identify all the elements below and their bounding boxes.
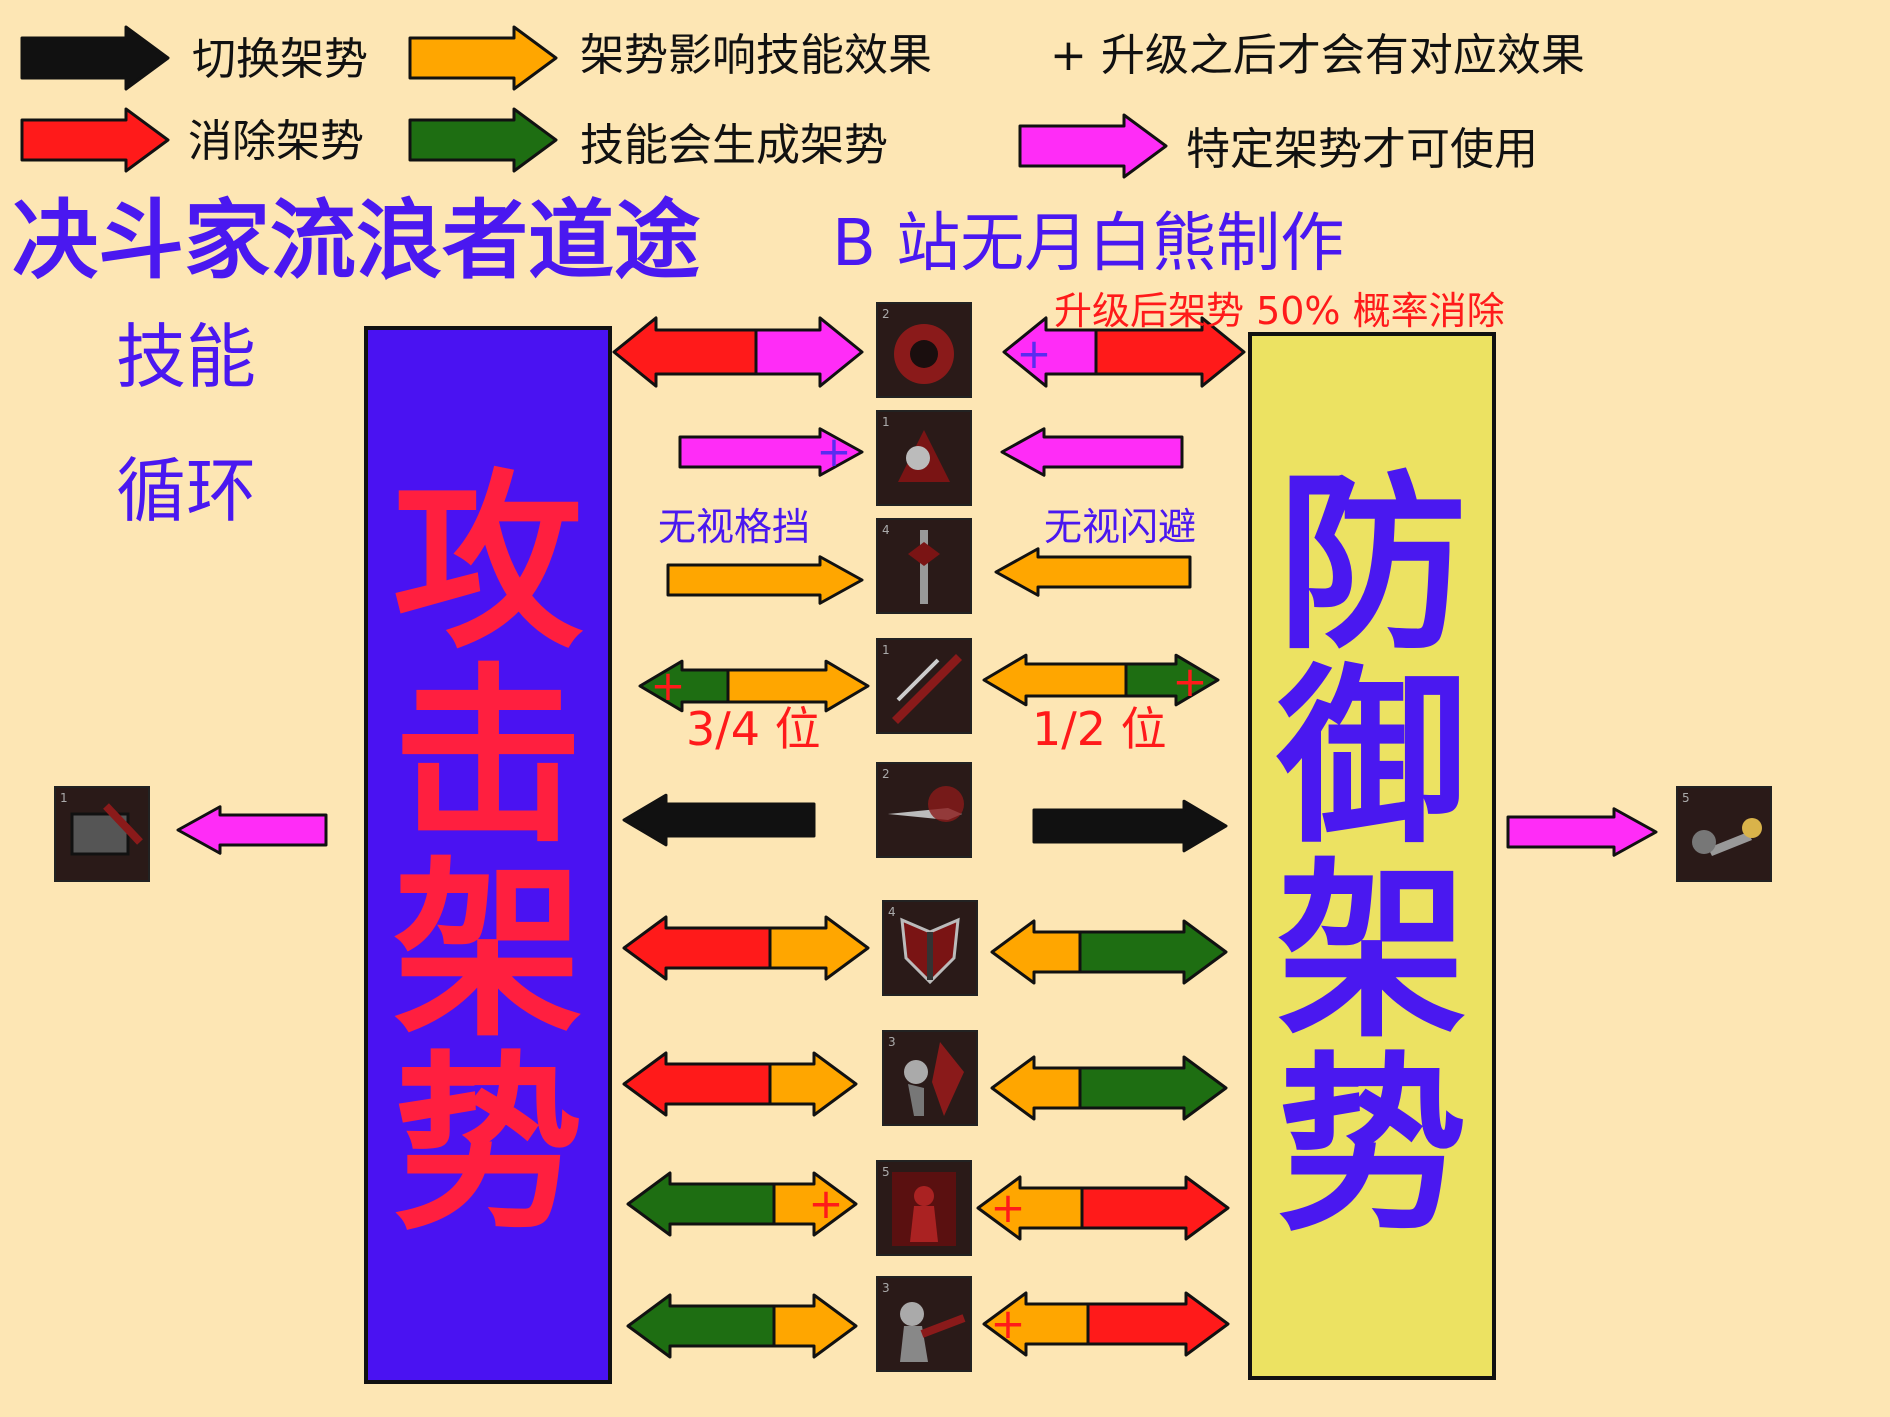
side-label-cycle: 循环 — [116, 450, 256, 532]
skill-rank: 2 — [882, 767, 890, 781]
legend-remove-stance: 消除架势 — [188, 116, 364, 167]
skill-rank: 4 — [882, 523, 890, 537]
defense-stance-box: 防 御 架 势 — [1248, 332, 1496, 1380]
note-position-3-4: 3/4 位 — [686, 702, 821, 756]
skill-rank: 5 — [1682, 791, 1690, 805]
attack-stance-char: 架 — [392, 841, 583, 1062]
double-arrow-right-half — [768, 1051, 858, 1117]
skill-rank: 2 — [882, 307, 890, 321]
note-upgrade-50: 升级后架势 50% 概率消除 — [1054, 289, 1505, 333]
double-arrow-right-half — [1080, 1175, 1230, 1241]
skill-rank: 1 — [882, 415, 890, 429]
defense-stance-char: 防 — [1276, 454, 1467, 676]
skill-icon: 5 — [876, 1160, 972, 1256]
side-label-skill: 技能 — [116, 316, 256, 398]
skill-icon: 3 — [876, 1276, 972, 1372]
skill-icon: 3 — [882, 1030, 978, 1126]
legend-stance-affects-effect: 架势影响技能效果 — [580, 30, 932, 81]
arrow-right — [666, 555, 864, 605]
skill-icon: 1 — [876, 638, 972, 734]
arrow-right — [20, 25, 170, 91]
legend-specific-stance-only: 特定架势才可使用 — [1186, 124, 1538, 175]
upgrade-plus-icon: + — [1016, 329, 1051, 378]
note-ignore-block: 无视格挡 — [658, 505, 811, 549]
double-arrow-right-half — [1124, 653, 1220, 707]
attack-stance-char: 击 — [392, 647, 583, 869]
double-arrow-right-half — [1094, 316, 1246, 388]
attack-stance-char: 攻 — [392, 453, 583, 675]
double-arrow-left-half — [990, 919, 1082, 985]
skill-rank: 5 — [882, 1165, 890, 1179]
double-arrow-right-half — [768, 915, 870, 981]
skill-icon: 1 — [876, 410, 972, 506]
double-arrow-right-half — [1086, 1291, 1230, 1357]
skill-rank: 4 — [888, 905, 896, 919]
arrow-right — [1018, 113, 1168, 179]
arrow-right — [408, 107, 558, 173]
arrow-right — [408, 25, 558, 91]
legend-skill-generates-stance: 技能会生成架势 — [580, 120, 888, 171]
double-arrow-right-half — [1078, 1055, 1228, 1121]
upgrade-plus-icon: + — [990, 1183, 1025, 1232]
skill-icon: 2 — [876, 762, 972, 858]
defense-stance-char: 御 — [1276, 648, 1467, 870]
double-arrow-right-half — [1078, 919, 1228, 985]
upgrade-plus-icon: + — [816, 427, 851, 476]
note-ignore-dodge: 无视闪避 — [1044, 505, 1197, 549]
defense-stance-char: 架 — [1276, 842, 1467, 1063]
arrow-left — [622, 793, 816, 847]
skill-icon: 4 — [882, 900, 978, 996]
arrow-right — [678, 427, 864, 477]
upgrade-plus-icon: + — [808, 1179, 843, 1228]
arrow-right — [1506, 807, 1658, 857]
skill-rank: 3 — [882, 1281, 890, 1295]
skill-icon: 2 — [876, 302, 972, 398]
upgrade-plus-icon: + — [650, 661, 685, 710]
skill-icon-left-extra: 1 — [54, 786, 150, 882]
double-arrow-right-half — [772, 1171, 858, 1237]
arrow-left — [1000, 427, 1184, 477]
upgrade-plus-icon: + — [1172, 657, 1207, 706]
double-arrow-left-half — [612, 316, 758, 388]
skill-rank: 3 — [888, 1035, 896, 1049]
double-arrow-right-half — [754, 316, 864, 388]
double-arrow-right-half — [726, 659, 870, 713]
defense-stance-char: 势 — [1276, 1035, 1467, 1257]
skill-icon-right-extra: 5 — [1676, 786, 1772, 882]
page-title: 决斗家流浪者道途 — [12, 191, 700, 291]
legend-switch-stance: 切换架势 — [192, 34, 368, 85]
page-subtitle: B 站无月白熊制作 — [832, 207, 1345, 281]
legend-upgrade-note: + 升级之后才会有对应效果 — [1050, 30, 1585, 81]
arrow-left — [176, 805, 328, 855]
double-arrow-left-half — [626, 1171, 776, 1237]
double-arrow-left-half — [990, 1055, 1082, 1121]
upgrade-plus-icon: + — [990, 1299, 1025, 1348]
double-arrow-right-half — [772, 1293, 858, 1359]
double-arrow-left-half — [982, 653, 1128, 707]
double-arrow-left-half — [622, 1051, 772, 1117]
arrow-right — [1032, 799, 1228, 853]
arrow-right — [20, 107, 170, 173]
double-arrow-left-half — [622, 915, 772, 981]
double-arrow-left-half — [626, 1293, 776, 1359]
skill-rank: 1 — [882, 643, 890, 657]
attack-stance-box: 攻 击 架 势 — [364, 326, 612, 1384]
note-position-1-2: 1/2 位 — [1032, 702, 1167, 756]
attack-stance-char: 势 — [392, 1034, 583, 1256]
arrow-left — [994, 547, 1192, 597]
skill-rank: 1 — [60, 791, 68, 805]
skill-icon: 4 — [876, 518, 972, 614]
